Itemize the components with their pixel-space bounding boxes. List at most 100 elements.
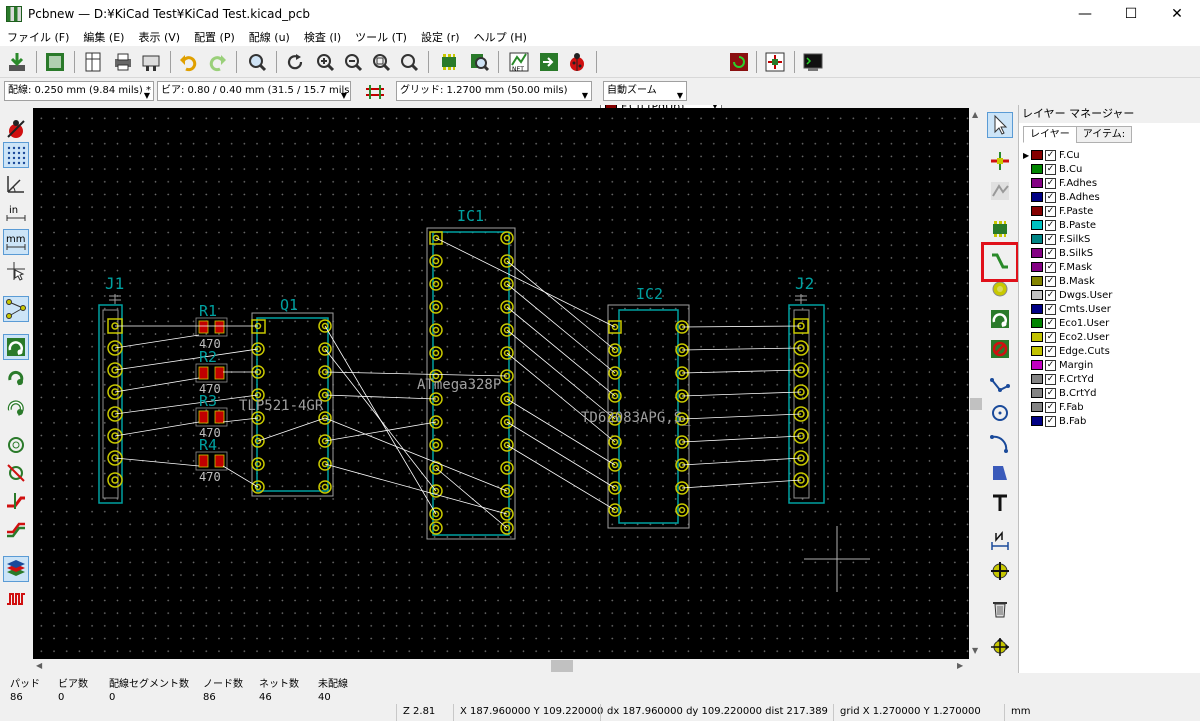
pcb-canvas[interactable]: J1 J2 Q1 IC1 IC2 R1 R2 R3 R4 470 470 470…: [33, 108, 969, 659]
layer-color-swatch[interactable]: [1031, 248, 1043, 258]
plot-button[interactable]: [138, 49, 164, 75]
layer-visibility-checkbox[interactable]: ✓: [1045, 373, 1056, 385]
layer-row-bcrtyd[interactable]: ✓B.CrtYd: [1023, 386, 1112, 400]
scroll-up-icon[interactable]: ▲: [972, 110, 979, 119]
add-via-button[interactable]: [987, 276, 1013, 302]
layer-row-cmts[interactable]: ✓Cmts.User: [1023, 302, 1112, 316]
layer-visibility-checkbox[interactable]: ✓: [1045, 401, 1056, 413]
show-zones-outline-toggle[interactable]: [3, 364, 29, 390]
layer-row-eco1[interactable]: ✓Eco1.User: [1023, 316, 1112, 330]
tab-items[interactable]: アイテム:: [1075, 126, 1133, 143]
microwave-tools-toggle[interactable]: [3, 586, 29, 612]
menu-tools[interactable]: ツール (T): [355, 31, 407, 44]
page-settings-button[interactable]: [42, 49, 68, 75]
layer-row-fsilks[interactable]: ✓F.SilkS: [1023, 232, 1112, 246]
layer-visibility-checkbox[interactable]: ✓: [1045, 163, 1056, 175]
track-width-select[interactable]: 配線: 0.250 mm (9.84 mils) * ▼: [4, 81, 154, 101]
layer-row-ffab[interactable]: ✓F.Fab: [1023, 400, 1112, 414]
show-zones-toggle[interactable]: [3, 334, 29, 360]
find-button[interactable]: [244, 49, 270, 75]
print-button[interactable]: [110, 49, 136, 75]
scroll-left-icon[interactable]: ◀: [36, 661, 43, 670]
layer-visibility-checkbox[interactable]: ✓: [1045, 359, 1056, 371]
layer-color-swatch[interactable]: [1031, 332, 1043, 342]
layer-row-fpaste[interactable]: ✓F.Paste: [1023, 204, 1112, 218]
route-track-button[interactable]: [987, 248, 1013, 274]
layer-visibility-checkbox[interactable]: ✓: [1045, 415, 1056, 427]
layer-row-badhes[interactable]: ✓B.Adhes: [1023, 190, 1112, 204]
layer-row-fmask[interactable]: ✓F.Mask: [1023, 260, 1112, 274]
layer-visibility-checkbox[interactable]: ✓: [1045, 331, 1056, 343]
units-mm-toggle[interactable]: mm: [3, 229, 29, 255]
layer-visibility-checkbox[interactable]: ✓: [1045, 191, 1056, 203]
netlist-button[interactable]: NET: [506, 49, 532, 75]
delete-tool-button[interactable]: [987, 596, 1013, 622]
highlight-net-button[interactable]: [987, 148, 1013, 174]
auto-track-width-button[interactable]: [362, 79, 388, 105]
layer-color-swatch[interactable]: [1031, 164, 1043, 174]
layers-manager-toggle[interactable]: [3, 556, 29, 582]
zoom-in-button[interactable]: [312, 49, 338, 75]
add-circle-button[interactable]: [987, 400, 1013, 426]
layer-row-fcu[interactable]: ▶✓F.Cu: [1023, 148, 1112, 162]
layer-visibility-checkbox[interactable]: ✓: [1045, 345, 1056, 357]
drc-off-toggle[interactable]: [3, 116, 29, 142]
add-polygon-button[interactable]: [987, 460, 1013, 486]
menu-file[interactable]: ファイル (F): [7, 31, 70, 44]
show-tracks-sketch-toggle[interactable]: [3, 488, 29, 514]
vertical-scroll-thumb[interactable]: [970, 398, 982, 410]
add-footprint-button[interactable]: [987, 216, 1013, 242]
grid-size-select[interactable]: グリッド: 1.2700 mm (50.00 mils) ▼: [396, 81, 592, 101]
cursor-shape-toggle[interactable]: [3, 258, 29, 284]
layer-color-swatch[interactable]: [1031, 220, 1043, 230]
add-arc-button[interactable]: [987, 430, 1013, 456]
layer-row-bsilks[interactable]: ✓B.SilkS: [1023, 246, 1112, 260]
scroll-right-icon[interactable]: ▶: [957, 661, 964, 670]
save-button[interactable]: [4, 49, 30, 75]
layer-visibility-checkbox[interactable]: ✓: [1045, 289, 1056, 301]
layer-color-swatch[interactable]: [1031, 276, 1043, 286]
add-keepout-button[interactable]: [987, 336, 1013, 362]
layer-visibility-checkbox[interactable]: ✓: [1045, 205, 1056, 217]
layer-row-edgecuts[interactable]: ✓Edge.Cuts: [1023, 344, 1112, 358]
grid-toggle[interactable]: [3, 142, 29, 168]
layer-row-margin[interactable]: ✓Margin: [1023, 358, 1112, 372]
layer-color-swatch[interactable]: [1031, 206, 1043, 216]
zoom-out-button[interactable]: [340, 49, 366, 75]
add-text-button[interactable]: [987, 490, 1013, 516]
layer-pair-button[interactable]: [726, 49, 752, 75]
show-zones-sketch-toggle[interactable]: [3, 394, 29, 420]
scripting-console-button[interactable]: [800, 49, 826, 75]
select-tool-button[interactable]: [987, 112, 1013, 138]
zoom-select[interactable]: 自動ズーム ▼: [603, 81, 687, 101]
layer-row-fadhes[interactable]: ✓F.Adhes: [1023, 176, 1112, 190]
layer-color-swatch[interactable]: [1031, 192, 1043, 202]
undo-button[interactable]: [176, 49, 202, 75]
show-pads-sketch-toggle[interactable]: [3, 432, 29, 458]
layer-color-swatch[interactable]: [1031, 360, 1043, 370]
drc-button[interactable]: [564, 49, 590, 75]
menu-view[interactable]: 表示 (V): [138, 31, 181, 44]
menu-inspect[interactable]: 検査 (I): [303, 31, 342, 44]
layer-row-fcrtyd[interactable]: ✓F.CrtYd: [1023, 372, 1112, 386]
layer-row-bpaste[interactable]: ✓B.Paste: [1023, 218, 1112, 232]
menu-place[interactable]: 配置 (P): [194, 31, 235, 44]
layer-color-swatch[interactable]: [1031, 290, 1043, 300]
add-zone-button[interactable]: [987, 306, 1013, 332]
layer-color-swatch[interactable]: [1031, 346, 1043, 356]
layer-row-eco2[interactable]: ✓Eco2.User: [1023, 330, 1112, 344]
layer-color-swatch[interactable]: [1031, 402, 1043, 412]
layer-color-swatch[interactable]: [1031, 374, 1043, 384]
zoom-fit-button[interactable]: [368, 49, 394, 75]
redo-button[interactable]: [204, 49, 230, 75]
show-ratsnest-toggle[interactable]: [3, 296, 29, 322]
layer-visibility-checkbox[interactable]: ✓: [1045, 275, 1056, 287]
menu-edit[interactable]: 編集 (E): [83, 31, 125, 44]
polar-coords-toggle[interactable]: [3, 171, 29, 197]
layer-color-swatch[interactable]: [1031, 234, 1043, 244]
footprint-editor-button[interactable]: [436, 49, 462, 75]
add-target-button[interactable]: [987, 558, 1013, 584]
high-contrast-toggle[interactable]: [3, 516, 29, 542]
horizontal-scrollbar[interactable]: ◀ ▶: [33, 659, 983, 673]
layer-row-bfab[interactable]: ✓B.Fab: [1023, 414, 1112, 428]
